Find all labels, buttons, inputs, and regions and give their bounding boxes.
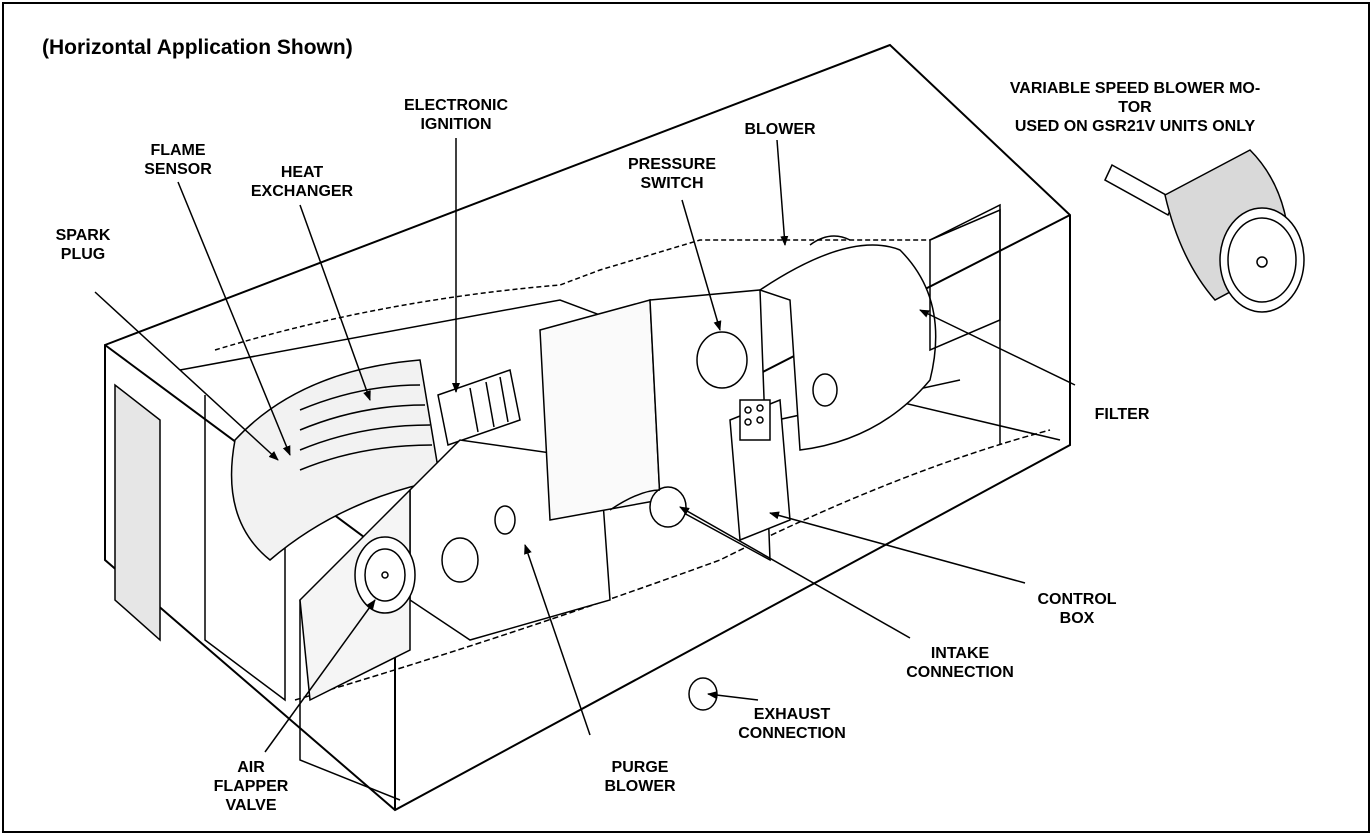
label-line: BLOWER (604, 778, 676, 795)
pressure-switch (696, 331, 748, 389)
label-exhaust-connection: EXHAUST CONNECTION (712, 705, 872, 743)
label-line: CONTROL (1037, 591, 1117, 608)
label-line: AIR (237, 759, 265, 776)
control-box (729, 398, 791, 542)
label-line: IGNITION (420, 116, 492, 133)
label-purge-blower: PURGE BLOWER (580, 758, 700, 796)
label-intake-connection: INTAKE CONNECTION (880, 644, 1040, 682)
label-line: FILTER (1094, 406, 1150, 423)
air-flapper-valve (354, 536, 416, 614)
label-line: PLUG (60, 246, 106, 263)
label-line: FLAPPER (213, 778, 289, 795)
label-heat-exchanger: HEAT EXCHANGER (232, 163, 372, 201)
label-electronic-ignition: ELECTRONIC IGNITION (366, 96, 546, 134)
label-line: FLAME (150, 142, 206, 159)
label-line: CONNECTION (906, 664, 1014, 681)
label-line: PRESSURE (627, 156, 717, 173)
label-line: SPARK (55, 227, 111, 244)
label-spark-plug: SPARK PLUG (28, 226, 138, 264)
label-line: VALVE (225, 797, 277, 814)
filter (929, 208, 1001, 352)
label-line: ELECTRONIC (404, 97, 508, 114)
label-line: CONNECTION (738, 725, 846, 742)
label-air-flapper-valve: AIR FLAPPER VALVE (196, 758, 306, 815)
label-line: SENSOR (144, 161, 212, 178)
label-line: PURGE (611, 759, 669, 776)
pipes (609, 486, 718, 711)
motor-note: VARIABLE SPEED BLOWER MO- TOR USED ON GS… (955, 79, 1315, 136)
label-line: SWITCH (640, 175, 704, 192)
label-pressure-switch: PRESSURE SWITCH (602, 155, 742, 193)
label-line: BLOWER (744, 121, 816, 138)
diagram-title: (Horizontal Application Shown) (42, 36, 353, 59)
motor-note-line-1: VARIABLE SPEED BLOWER MO- (1009, 80, 1261, 97)
label-control-box: CONTROL BOX (1012, 590, 1142, 628)
label-line: HEAT (280, 164, 324, 181)
motor-note-line-3: USED ON GSR21V UNITS ONLY (1014, 118, 1256, 135)
label-line: BOX (1059, 610, 1095, 627)
label-line: EXCHANGER (250, 183, 354, 200)
heat-exchanger (230, 359, 441, 561)
label-flame-sensor: FLAME SENSOR (118, 141, 238, 179)
label-line: EXHAUST (753, 706, 831, 723)
label-line: INTAKE (930, 645, 990, 662)
leader-lines (94, 138, 1076, 753)
variable-speed-motor (1104, 149, 1305, 313)
label-filter: FILTER (1072, 405, 1172, 424)
motor-note-line-2: TOR (1118, 99, 1152, 116)
label-blower: BLOWER (725, 120, 835, 139)
